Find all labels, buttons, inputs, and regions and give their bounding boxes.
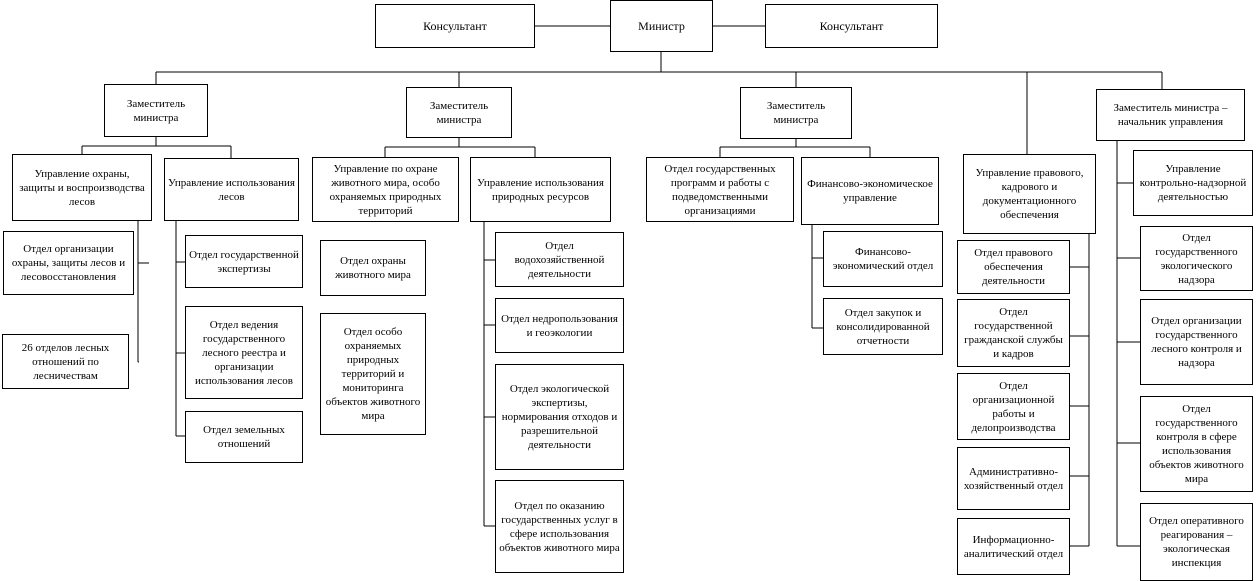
deputy-3-box: Заместитель министра — [740, 87, 852, 139]
deputy-4-box: Заместитель министра – начальник управле… — [1096, 89, 1245, 141]
dept-forest-protection: Управление охраны, защиты и воспроизводс… — [12, 154, 152, 221]
dept-forest-use: Управление использования лесов — [164, 158, 299, 221]
consultant-right-box: Консультант — [765, 4, 938, 48]
deputy-1-box: Заместитель министра — [104, 84, 208, 137]
sub-subsoil: Отдел недропользования и геоэкологии — [495, 298, 624, 353]
sub-fin-econ: Финансово-экономический отдел — [823, 231, 943, 287]
minister-box: Министр — [610, 0, 713, 52]
sub-admin: Административно-хозяйственный отдел — [957, 447, 1070, 510]
sub-wildlife-control: Отдел государственного контроля в сфере … — [1140, 396, 1253, 492]
dept-resources: Управление использования природных ресур… — [470, 157, 611, 222]
sub-info: Информационно-аналитический отдел — [957, 518, 1070, 575]
sub-forest-org: Отдел организации охраны, защиты лесов и… — [3, 231, 134, 295]
sub-procurement: Отдел закупок и консолидированной отчетн… — [823, 298, 943, 355]
sub-eco-expertise: Отдел экологической экспертизы, нормиров… — [495, 364, 624, 470]
sub-civil-service: Отдел государственной гражданской службы… — [957, 299, 1070, 367]
sub-wildlife-protection: Отдел охраны животного мира — [320, 240, 426, 296]
sub-forest-registry: Отдел ведения государственного лесного р… — [185, 306, 303, 399]
sub-26-depts: 26 отделов лесных отношений по лесничест… — [2, 334, 129, 389]
sub-legal-support: Отдел правового обеспечения деятельности — [957, 240, 1070, 294]
sub-operative: Отдел оперативного реагирования – эколог… — [1140, 503, 1253, 581]
consultant-left-box: Консультант — [375, 4, 535, 48]
dept-finance: Финансово-экономическое управление — [801, 157, 939, 225]
sub-land: Отдел земельных отношений — [185, 411, 303, 463]
dept-state-programs: Отдел государственных программ и работы … — [646, 157, 794, 222]
dept-wildlife: Управление по охране животного мира, осо… — [312, 157, 459, 222]
deputy-2-box: Заместитель министра — [406, 87, 512, 138]
sub-eco-supervision: Отдел государственного экологического на… — [1140, 226, 1253, 291]
sub-state-expertise: Отдел государственной экспертизы — [185, 235, 303, 288]
sub-water: Отдел водохозяйственной деятельности — [495, 232, 624, 287]
sub-forest-control: Отдел организации государственного лесно… — [1140, 299, 1253, 385]
sub-protected-areas: Отдел особо охраняемых природных террито… — [320, 313, 426, 435]
dept-legal: Управление правового, кадрового и докуме… — [963, 154, 1096, 234]
dept-control: Управление контрольно-надзорной деятельн… — [1133, 150, 1253, 216]
sub-services: Отдел по оказанию государственных услуг … — [495, 480, 624, 573]
sub-org-work: Отдел организационной работы и делопроиз… — [957, 373, 1070, 440]
